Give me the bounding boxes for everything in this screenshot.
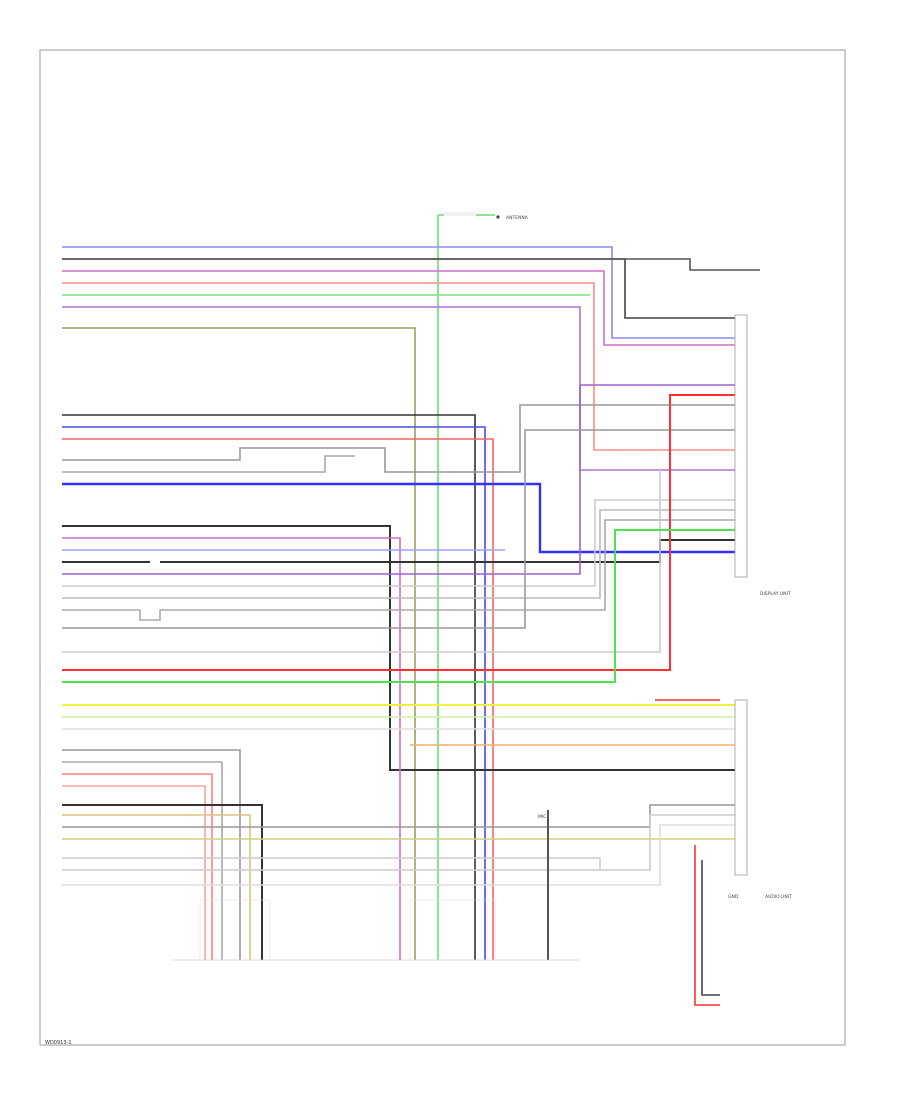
audio-unit-label: AUDIO UNIT xyxy=(765,894,792,900)
display-unit-label: DISPLAY UNIT xyxy=(760,591,791,597)
ground-label: GND xyxy=(728,894,739,900)
audio-unit-connector: AUDIO UNIT xyxy=(734,699,792,900)
footer-id: WD0913-1 xyxy=(45,1040,72,1046)
mic-label: MIC xyxy=(538,814,546,820)
mic-component: MIC xyxy=(538,814,546,820)
bottom-connector-pins xyxy=(170,899,580,961)
harness-group-3 xyxy=(62,699,735,1006)
antenna-feed: ANTENNA xyxy=(437,212,529,960)
antenna-label: ANTENNA xyxy=(506,215,529,221)
top-harness xyxy=(62,246,760,960)
harness-group-1 xyxy=(62,404,735,960)
diagram-frame xyxy=(39,49,846,1046)
harness-group-2 xyxy=(62,384,735,960)
display-unit-connector: DISPLAY UNIT xyxy=(734,314,791,597)
ground-symbol: GND xyxy=(728,894,739,900)
